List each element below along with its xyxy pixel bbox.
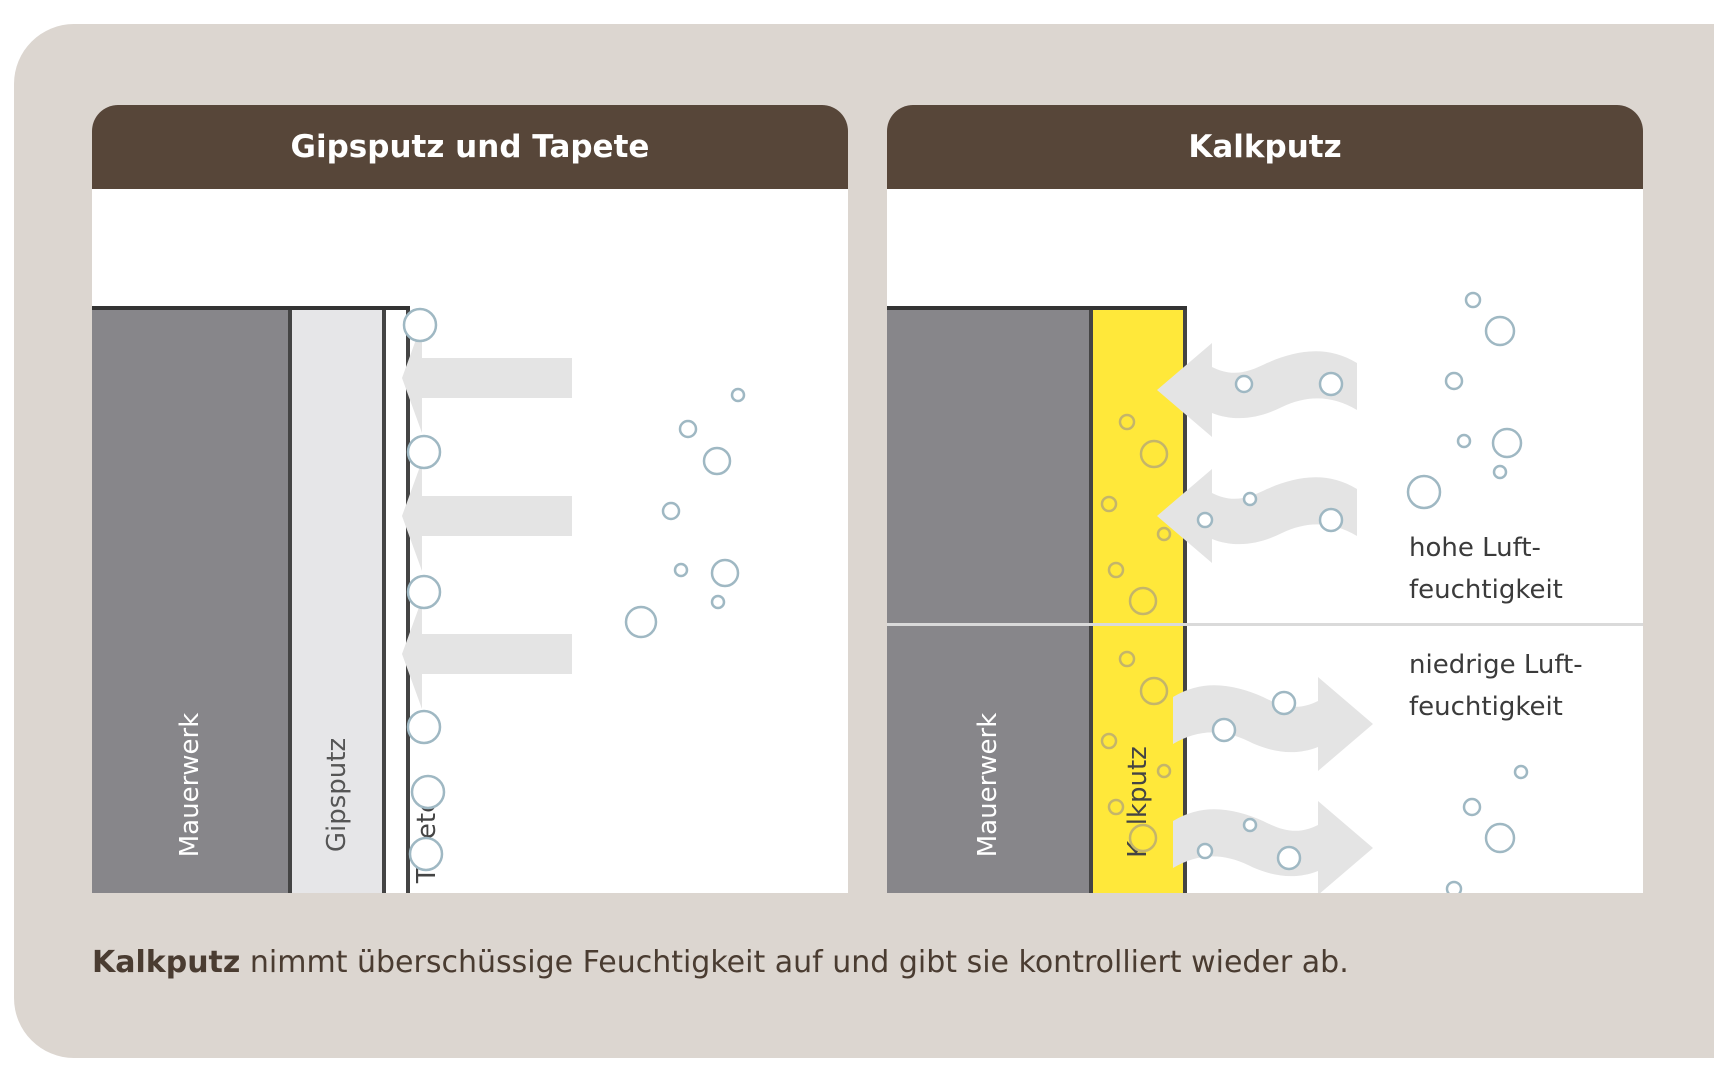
droplet <box>1100 495 1118 513</box>
caption-text: nimmt überschüssige Feuchtigkeit auf und… <box>240 945 1349 980</box>
droplet <box>1484 315 1516 347</box>
droplet <box>1211 717 1237 743</box>
right-drawing <box>1100 291 1529 893</box>
arrow-release-2 <box>1173 801 1373 893</box>
droplet <box>624 605 658 639</box>
arrow-blocked-2 <box>402 461 572 571</box>
droplet <box>1128 586 1158 616</box>
droplet <box>710 558 740 588</box>
masonry-layer: Mauerwerk <box>887 310 1089 893</box>
layer-divider <box>1089 310 1093 893</box>
droplet <box>402 307 438 343</box>
droplet <box>406 434 442 470</box>
droplet <box>661 501 681 521</box>
droplet <box>1276 845 1302 871</box>
low-humidity-label: niedrige Luft- feuchtigkeit <box>1409 650 1583 722</box>
droplet <box>1234 374 1254 394</box>
droplet <box>710 594 726 610</box>
high-humidity-label: hohe Luft- feuchtigkeit <box>1409 533 1563 605</box>
droplet <box>410 774 446 810</box>
droplet <box>1318 507 1344 533</box>
droplet <box>1128 823 1158 853</box>
left-drawing <box>402 307 746 872</box>
droplet <box>406 709 442 745</box>
panel-lime-plaster: Kalkputz Mauerwerk Kalkputz hohe Luft- f… <box>887 105 1643 893</box>
arrow-blocked-1 <box>402 323 572 433</box>
arrow-release-1 <box>1173 677 1373 771</box>
droplet <box>1492 464 1508 480</box>
droplet <box>1406 474 1442 510</box>
droplet <box>1107 561 1125 579</box>
panel-title-gypsum: Gipsputz und Tapete <box>92 105 848 189</box>
layer-divider <box>1183 310 1187 893</box>
droplet <box>1484 822 1516 854</box>
arrow-absorb-2 <box>1157 469 1357 563</box>
droplet <box>1491 427 1523 459</box>
droplet <box>1445 880 1463 893</box>
droplet <box>408 836 444 872</box>
layer-divider <box>288 310 292 893</box>
layer-divider <box>382 310 386 893</box>
masonry-layer: Mauerwerk <box>92 310 288 893</box>
wall-top-edge <box>887 306 1187 310</box>
droplet <box>1456 433 1472 449</box>
droplet <box>1156 526 1172 542</box>
droplet <box>1156 763 1172 779</box>
droplet <box>1118 413 1136 431</box>
arrow-absorb-1 <box>1157 343 1357 437</box>
droplet <box>1196 511 1214 529</box>
droplet <box>730 387 746 403</box>
caption: Kalkputz nimmt überschüssige Feuchtigkei… <box>92 945 1349 980</box>
droplet <box>1139 439 1169 469</box>
wall-top-edge <box>92 306 410 310</box>
droplet <box>678 419 698 439</box>
droplet <box>1444 371 1464 391</box>
droplet <box>673 562 689 578</box>
droplet <box>1271 690 1297 716</box>
humidity-separator <box>887 623 1643 626</box>
droplet <box>1196 842 1214 860</box>
droplet <box>1118 650 1136 668</box>
arrow-blocked-3 <box>402 599 572 709</box>
droplet <box>1139 676 1169 706</box>
layer-divider <box>406 310 410 893</box>
droplet <box>1318 371 1344 397</box>
panel-gypsum-wallpaper: Gipsputz und Tapete Mauerwerk Gipsputz T… <box>92 105 848 893</box>
droplet <box>1100 732 1118 750</box>
droplet <box>1464 291 1482 309</box>
droplet <box>1107 798 1125 816</box>
droplet <box>1513 764 1529 780</box>
wallpaper-layer <box>386 310 406 893</box>
gypsum-layer: Gipsputz <box>292 310 382 893</box>
droplet <box>1462 797 1482 817</box>
droplet <box>406 574 442 610</box>
droplet <box>1242 817 1258 833</box>
caption-bold: Kalkputz <box>92 945 241 980</box>
droplet <box>1242 491 1258 507</box>
panel-title-lime: Kalkputz <box>887 105 1643 189</box>
droplet <box>702 446 732 476</box>
